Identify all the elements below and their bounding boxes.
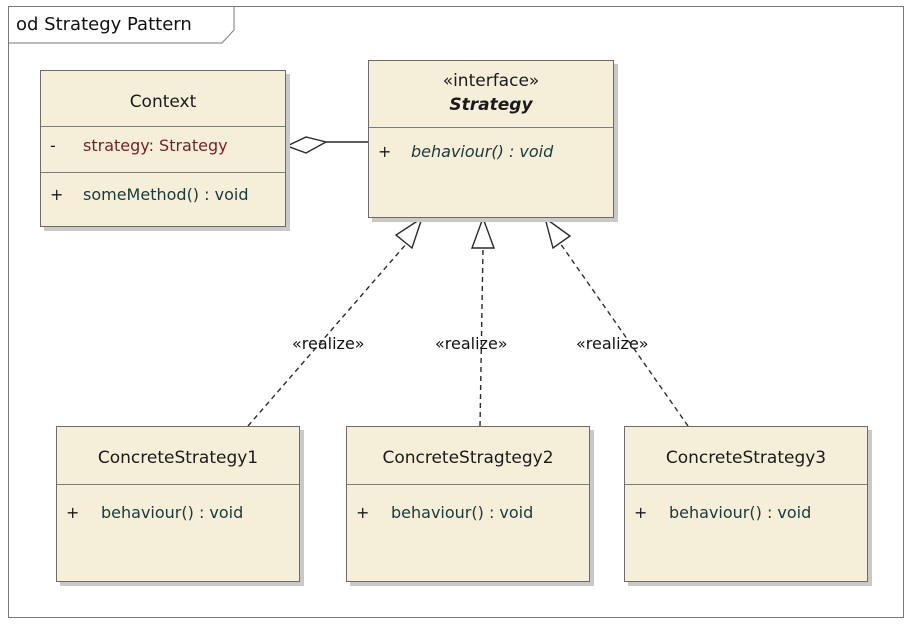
operation-behaviour: behaviour() : void [101,503,244,522]
frame-tab [8,6,238,44]
visibility-marker: + [634,503,648,522]
realize-arrowhead-2 [470,215,496,249]
realize-label-2: «realize» [435,334,508,353]
diagram-frame [8,6,904,618]
stereotype-label: «interface» [442,71,540,91]
frame-title: od Strategy Pattern [16,14,192,35]
operation-section: + behaviour() : void [625,484,867,581]
operation-behaviour: behaviour() : void [669,503,812,522]
class-name: ConcreteStrategy1 [97,448,259,468]
operation-section: + behaviour() : void [369,127,613,217]
visibility-marker: + [356,503,370,522]
visibility-marker: + [50,185,64,204]
class-name: Strategy [449,95,533,115]
operation-section: + behaviour() : void [57,484,299,581]
class-concrete-strategy-2[interactable]: ConcreteStragtegy2 + behaviour() : void [346,426,590,582]
aggregation-diamond [285,136,328,154]
class-strategy-interface[interactable]: «interface» Strategy + behaviour() : voi… [368,60,614,218]
attribute-section: - strategy: Strategy [41,126,285,172]
attribute-strategy: strategy: Strategy [83,136,228,155]
class-name: ConcreteStrategy3 [665,448,827,468]
class-concrete-strategy-3[interactable]: ConcreteStrategy3 + behaviour() : void [624,426,868,582]
operation-behaviour: behaviour() : void [391,503,534,522]
realize-arrowhead-3 [543,216,572,250]
realize-label-3: «realize» [576,334,649,353]
operation-section: + someMethod() : void [41,172,285,226]
operation-somemethod: someMethod() : void [83,185,249,204]
visibility-marker: - [50,136,56,155]
class-header: «interface» Strategy [369,61,613,127]
visibility-marker: + [378,142,392,161]
operation-behaviour: behaviour() : void [411,142,554,161]
class-name: ConcreteStragtegy2 [382,448,554,468]
realize-line-3 [559,242,689,427]
visibility-marker: + [66,503,80,522]
realize-label-1: «realize» [292,334,365,353]
class-context[interactable]: Context - strategy: Strategy + someMetho… [40,70,286,227]
realize-line-2 [479,247,484,427]
operation-section: + behaviour() : void [347,484,589,581]
realize-line-1 [247,242,408,427]
class-name: Context [129,92,197,112]
class-concrete-strategy-1[interactable]: ConcreteStrategy1 + behaviour() : void [56,426,300,582]
realize-arrowhead-1 [394,216,424,250]
